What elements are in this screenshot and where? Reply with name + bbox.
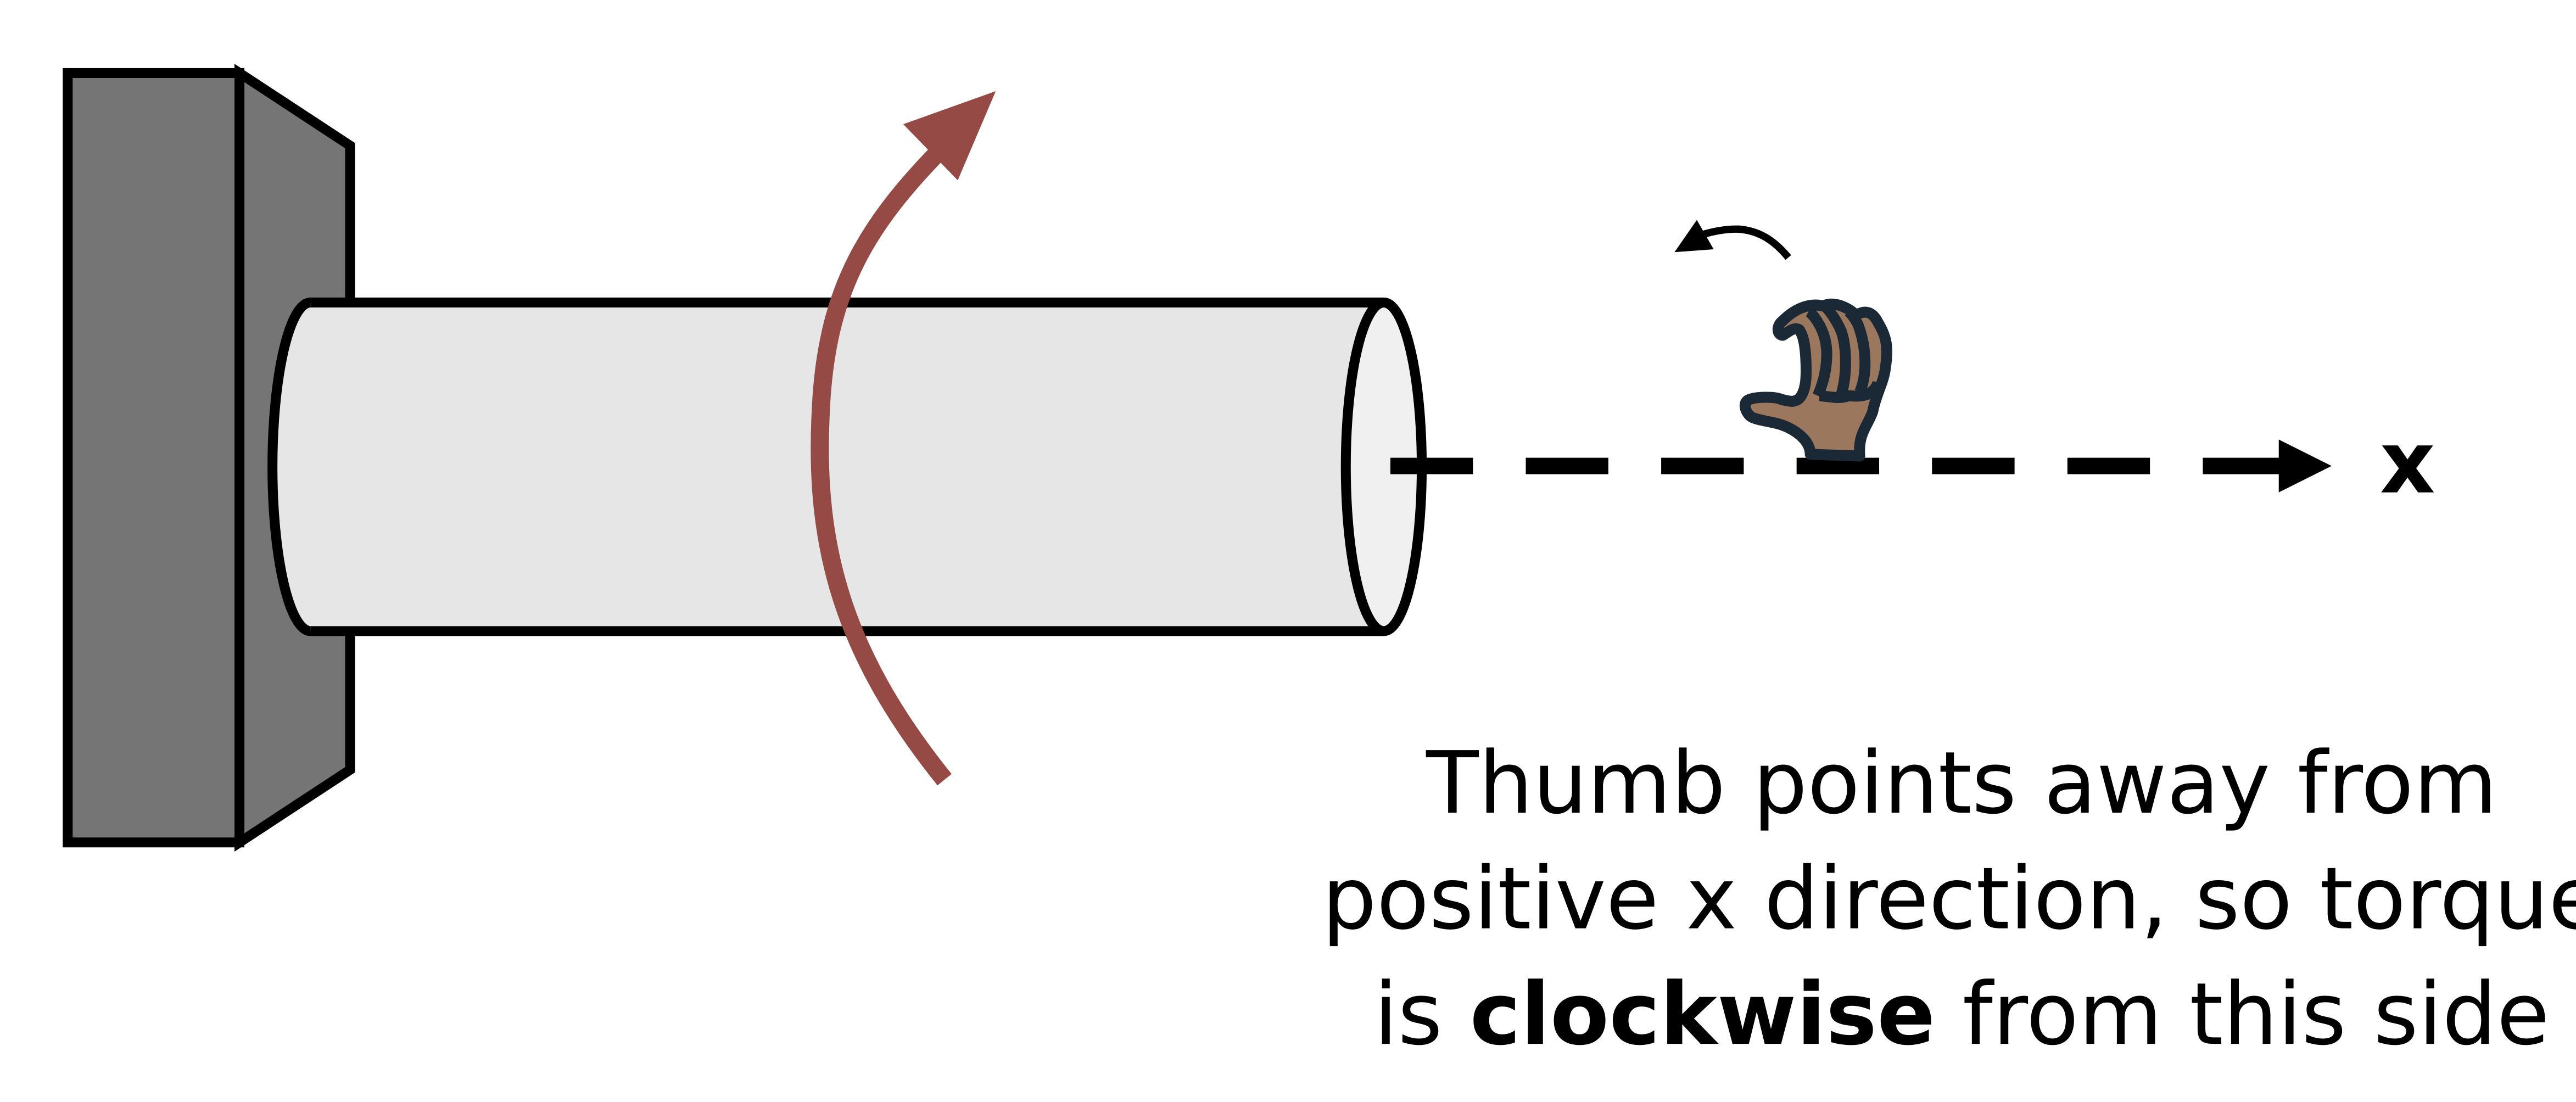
caption-line-1: Thumb points away from	[1426, 733, 2497, 833]
shaft-body	[310, 302, 1384, 631]
x-axis-arrowhead	[2278, 439, 2332, 493]
wall-front	[63, 68, 245, 848]
right-hand-rule-hand-icon	[1739, 298, 1892, 462]
caption-line-3: is clockwise from this side	[1374, 964, 2550, 1064]
caption-line-2: positive x direction, so torque	[1322, 849, 2576, 949]
caption-line-3-post: from this side	[1935, 964, 2550, 1064]
caption-line-3-pre: is	[1374, 964, 1470, 1064]
x-axis-label: x	[2380, 413, 2435, 513]
torque-arrowhead	[903, 91, 996, 181]
caption-emphasis: clockwise	[1470, 964, 1936, 1064]
rotation-arrow-icon	[1674, 220, 1791, 260]
torque-arrow	[811, 134, 956, 786]
